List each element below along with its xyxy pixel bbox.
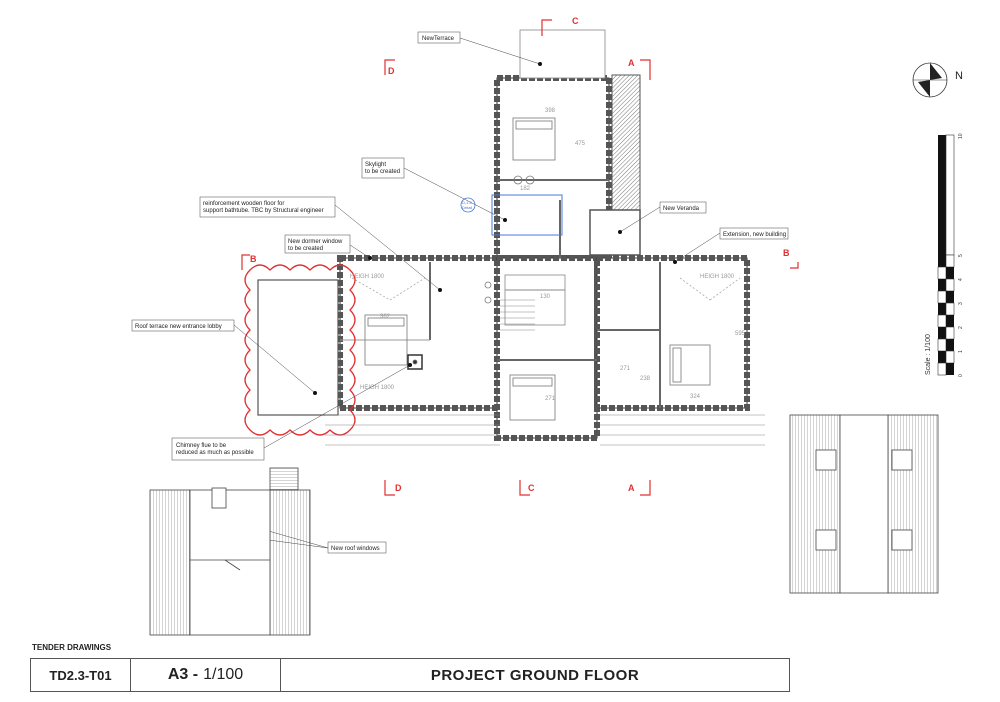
scale-tick-4: 4 <box>958 278 964 281</box>
roof-terrace-label: Roof terrace new entrance lobby <box>135 324 222 330</box>
dim-362: 362 <box>380 314 391 320</box>
section-labels: C D A B B D C A <box>250 16 790 493</box>
height-b: HEIGH 1800 <box>360 385 395 391</box>
north-label: N <box>955 70 963 82</box>
scale-tick-2: 2 <box>958 326 964 329</box>
section-b-left: B <box>250 254 257 264</box>
new-terrace-label: NewTerrace <box>422 36 455 42</box>
building-walls <box>337 75 750 441</box>
scale-tick-10: 10 <box>958 133 964 139</box>
scale-bar: 0 1 2 3 4 5 10 Scale : 1/100 <box>925 133 964 377</box>
section-d-bottom: D <box>395 483 402 493</box>
drawing-code: TD2.3-T01 <box>31 659 131 691</box>
furniture <box>351 117 741 421</box>
roof-plan-left <box>149 467 311 636</box>
new-terrace <box>519 29 606 79</box>
dimensions: 398 475 182 362 130 271 271 324 238 595 … <box>350 108 746 402</box>
veranda-roof <box>611 74 641 216</box>
stairs <box>500 299 535 331</box>
dim-595: 595 <box>735 331 746 337</box>
veranda-area <box>589 209 641 256</box>
height-a: HEIGH 1800 <box>350 274 385 280</box>
dim-238: 238 <box>640 376 651 382</box>
roof-plan-right <box>789 414 939 594</box>
section-c-bottom: C <box>528 483 535 493</box>
dim-271a: 271 <box>545 396 556 402</box>
new-veranda-label: New Veranda <box>663 206 700 212</box>
roof-terrace-area <box>257 279 339 416</box>
scale-tick-0: 0 <box>958 374 964 377</box>
scale-label: Scale : 1/100 <box>925 334 932 375</box>
extension-label: Extension, new building <box>723 232 786 238</box>
dim-271b: 271 <box>620 366 631 372</box>
section-a-bottom: A <box>628 483 635 493</box>
section-b-right: B <box>783 248 790 258</box>
title-block: TD2.3-T01 A3 - 1/100 PROJECT GROUND FLOO… <box>30 658 790 692</box>
dim-182: 182 <box>520 186 531 192</box>
dim-324: 324 <box>690 394 701 400</box>
section-a-top: A <box>628 58 635 68</box>
height-c: HEIGH 1800 <box>700 274 735 280</box>
decking <box>325 414 765 446</box>
sheet-scale: A3 - 1/100 <box>131 659 281 691</box>
dim-398: 398 <box>545 108 556 114</box>
section-markers <box>241 19 799 496</box>
sheet-size: A3 - <box>167 666 199 683</box>
scale-tick-1: 1 <box>958 350 964 353</box>
north-arrow-icon: N <box>912 62 963 98</box>
scale-tick-3: 3 <box>958 302 964 305</box>
drawing-title: PROJECT GROUND FLOOR <box>430 666 640 684</box>
drawing-scale: 1/100 <box>203 666 244 683</box>
section-d-top: D <box>388 66 395 76</box>
scale-tick-5: 5 <box>958 254 964 257</box>
tender-heading: TENDER DRAWINGS <box>32 643 112 652</box>
section-c-top: C <box>572 16 579 26</box>
dim-130: 130 <box>540 294 551 300</box>
dim-475: 475 <box>575 141 586 147</box>
new-roof-windows-label: New roof windows <box>331 546 380 552</box>
revision-cloud <box>244 264 356 436</box>
